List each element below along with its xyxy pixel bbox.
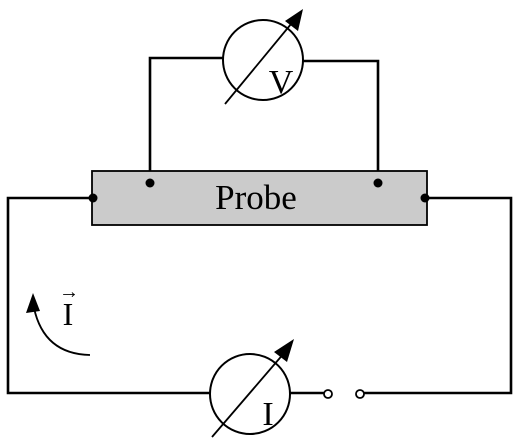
voltmeter-wires <box>148 56 380 185</box>
open-switch <box>323 389 365 399</box>
probe-voltage-contact-right <box>373 178 383 188</box>
variable-meter-arrow-icon <box>211 339 294 438</box>
probe: Probe <box>88 170 430 226</box>
voltmeter-circle <box>222 19 304 101</box>
voltmeter-label: V <box>269 64 294 101</box>
current-direction-indicator: → I <box>26 281 91 356</box>
current-loop-wires <box>6 196 513 395</box>
probe-current-contact-left <box>88 193 98 203</box>
switch-terminal-left <box>323 389 333 399</box>
probe-current-contact-right <box>420 193 430 203</box>
ammeter: I <box>209 339 294 438</box>
voltmeter: V <box>222 9 304 105</box>
right-loop-wire <box>360 196 513 395</box>
current-vector-arrow: → <box>59 281 79 303</box>
switch-terminal-right <box>355 389 365 399</box>
variable-meter-arrow-icon <box>224 9 303 105</box>
left-loop-wire <box>6 196 213 395</box>
ammeter-label: I <box>262 396 273 433</box>
curved-arrow-icon <box>26 293 91 356</box>
voltmeter-left-wire <box>148 56 225 185</box>
probe-voltage-contact-left <box>145 178 155 188</box>
probe-label: Probe <box>215 178 297 217</box>
voltmeter-right-wire <box>300 59 380 185</box>
current-direction-label: I <box>63 296 74 332</box>
